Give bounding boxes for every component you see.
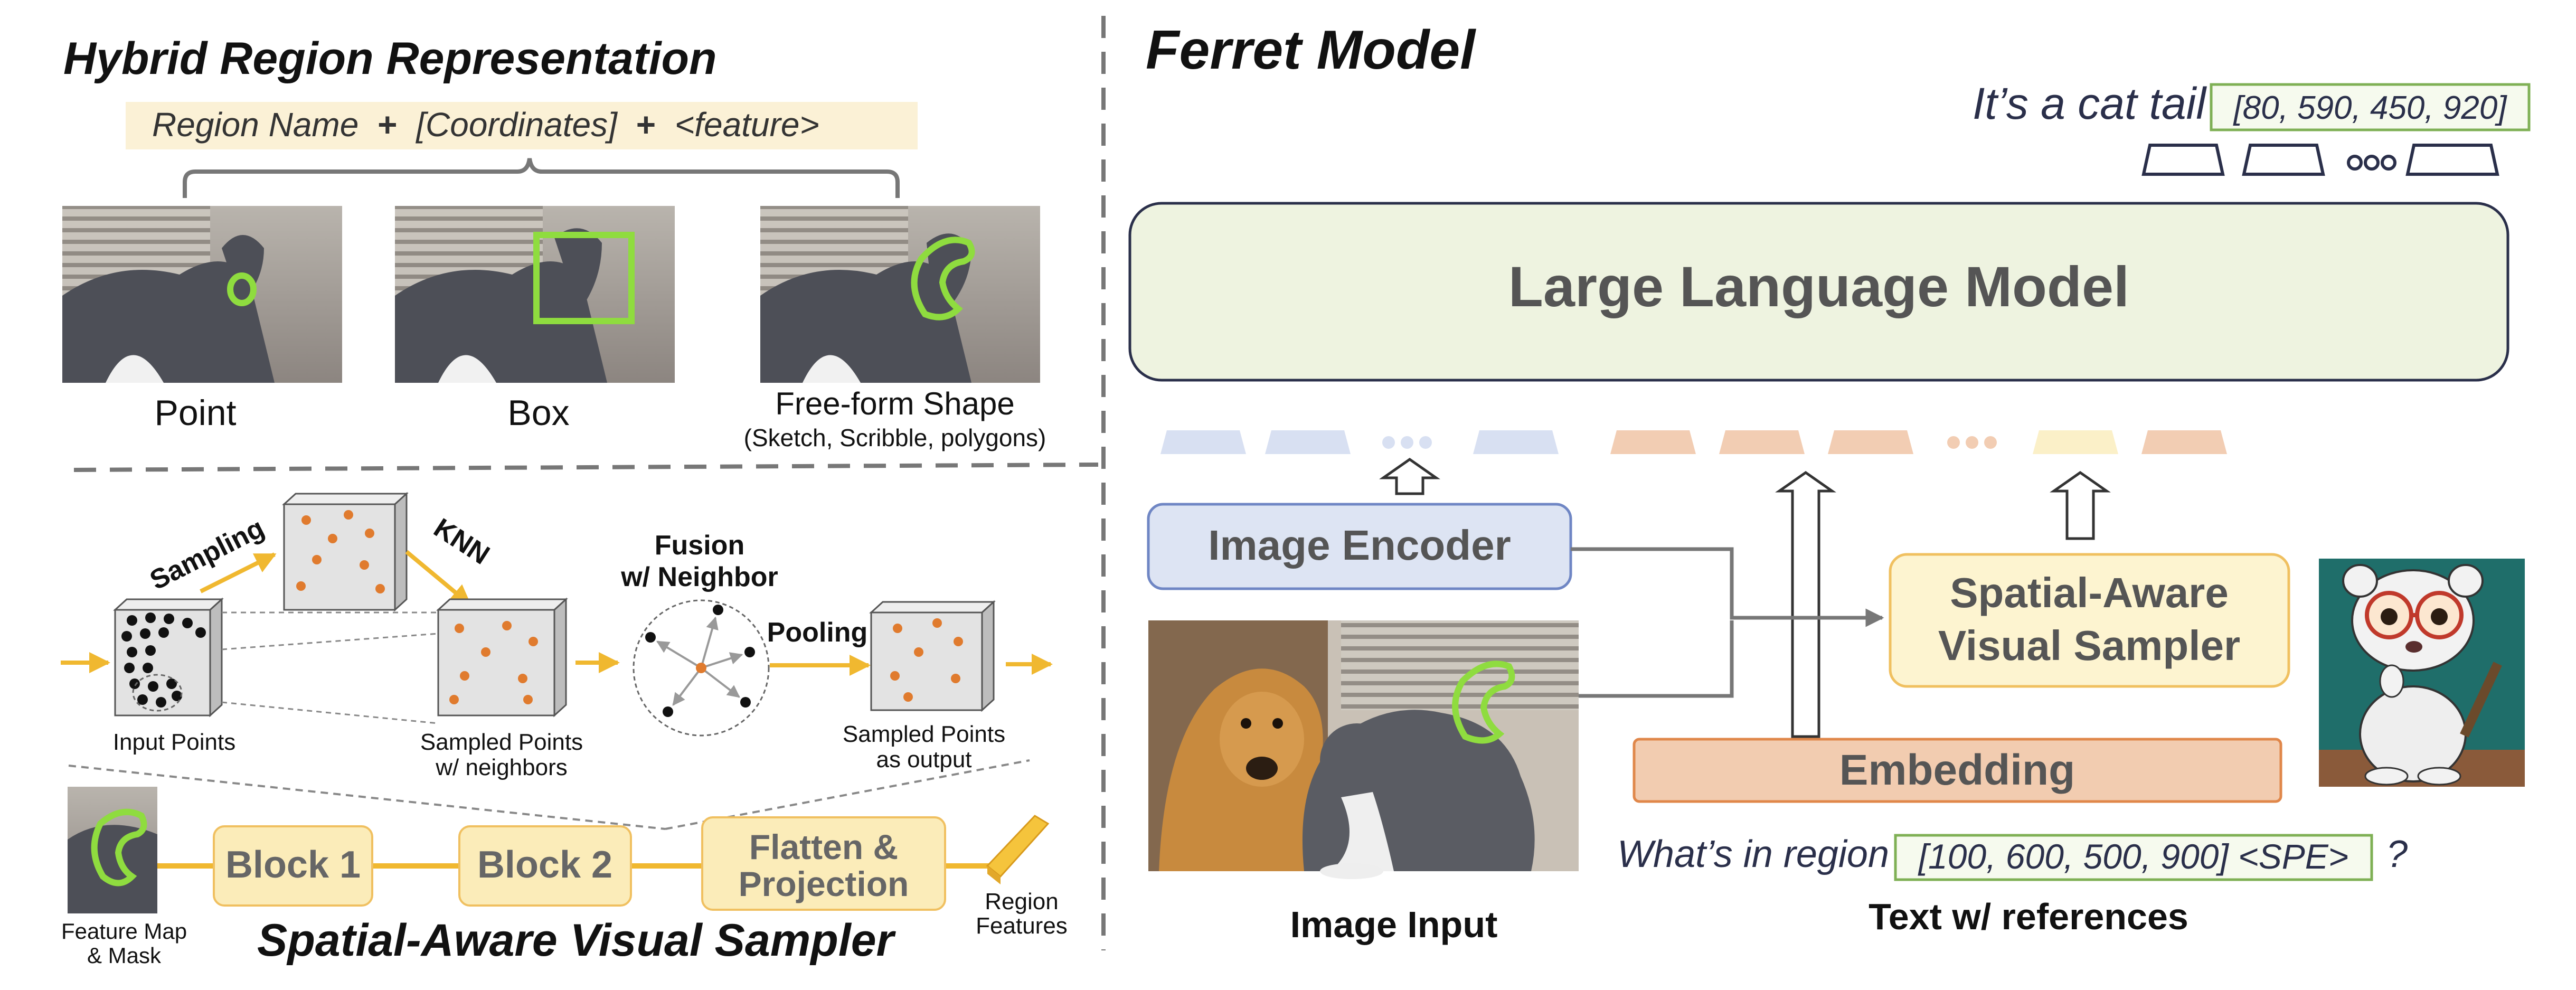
formula-feature: <feature> (675, 106, 819, 144)
hybrid-title: Hybrid Region Representation (63, 33, 717, 84)
sampler-up-arrow (2050, 470, 2111, 540)
left-divider (73, 463, 1099, 472)
example-box-label: Box (507, 393, 569, 433)
llm-box (1128, 202, 2509, 382)
sampled-output-label-2: as output (876, 747, 971, 772)
text-input-label: Text w/ references (1869, 896, 2188, 937)
output-text: It’s a cat tail (1973, 79, 2207, 128)
sampler-title: Spatial-Aware Visual Sampler (257, 915, 897, 966)
sampled-neighbors-cube (436, 597, 568, 718)
example-freeform-image (760, 206, 1040, 383)
embedding-up-arrow (1775, 470, 1836, 738)
sampled-neighbors-label-2: w/ neighbors (435, 755, 567, 780)
sampled-output-cube (869, 600, 996, 712)
formula-text: Region Name + [Coordinates] + <feature> (152, 106, 819, 144)
region-features-label-1: Region (985, 889, 1058, 914)
block-2: Block 2 (458, 825, 632, 907)
ferret-cartoon (2319, 559, 2525, 787)
sampled-neighbors-label-1: Sampled Points (420, 729, 583, 755)
projection-lines (221, 611, 439, 724)
image-tokens (1160, 430, 1559, 454)
region-features-bar (986, 815, 1050, 884)
knn-arrow (405, 550, 472, 607)
fusion-label-1: Fusion (655, 530, 744, 561)
query-coords: [100, 600, 500, 900] <SPE> (1918, 837, 2349, 876)
query-prefix: What’s in region (1617, 833, 1889, 875)
formula-region-name: Region Name (152, 106, 358, 144)
brace (183, 158, 900, 198)
output-coords-box (2210, 83, 2531, 131)
example-point-image (62, 206, 342, 383)
text-tokens (1610, 430, 2227, 454)
zoom-lines (68, 759, 1030, 830)
formula-box (126, 102, 918, 149)
ferret-title: Ferret Model (1146, 20, 1476, 81)
example-point-label: Point (155, 393, 237, 433)
input-points-cube (113, 597, 224, 718)
example-freeform-sublabel: (Sketch, Scribble, polygons) (744, 424, 1046, 451)
formula-plus-1: + (378, 106, 397, 144)
image-input-label: Image Input (1290, 904, 1498, 945)
region-features-label-2: Features (976, 913, 1068, 939)
encoder-to-sampler (1571, 547, 1884, 627)
formula-plus-2: + (636, 106, 656, 144)
flatten-label-2: Projection (739, 864, 909, 903)
output-coords: [80, 590, 450, 920] (2232, 90, 2507, 126)
embedding-box (1633, 738, 2282, 803)
feature-map-image (68, 787, 157, 913)
fusion-label-2: w/ Neighbor (620, 562, 778, 592)
pooling-label: Pooling (767, 617, 868, 648)
output-tokens (2141, 144, 2499, 176)
formula-coordinates: [Coordinates] (415, 106, 618, 144)
llm-label: Large Language Model (1508, 254, 2129, 318)
query-coords-box (1894, 834, 2373, 881)
example-freeform-label: Free-form Shape (775, 386, 1015, 421)
image-to-sampler (1539, 620, 1734, 698)
flatten-label-1: Flatten & (749, 827, 898, 866)
block-2-label: Block 2 (477, 844, 612, 886)
encoder-up-arrow (1379, 457, 1440, 495)
sampler-label-1: Spatial-Aware (1950, 569, 2229, 616)
knn-label: KNN (428, 513, 495, 571)
image-encoder-box (1147, 503, 1572, 590)
feature-map-label-2: & Mask (87, 943, 162, 968)
sampled-cube-top (282, 492, 409, 612)
feature-map-label-1: Feature Map (61, 919, 187, 944)
example-box-image (395, 206, 675, 383)
image-input-photo (1148, 620, 1579, 879)
sampling-arrow (200, 552, 277, 593)
block-1: Block 1 (213, 825, 373, 907)
sampled-output-label-1: Sampled Points (843, 721, 1005, 747)
sampler-label-2: Visual Sampler (1938, 622, 2240, 669)
query-suffix: ? (2386, 833, 2408, 875)
embedding-label: Embedding (1839, 746, 2075, 794)
sampling-label: Sampling (145, 513, 269, 596)
image-encoder-label: Image Encoder (1208, 522, 1511, 569)
block-1-label: Block 1 (225, 844, 361, 886)
input-points-label: Input Points (113, 729, 235, 755)
sampler-box (1889, 553, 2290, 688)
flatten-block: Flatten & Projection (701, 816, 946, 911)
fusion-circle (633, 599, 770, 737)
